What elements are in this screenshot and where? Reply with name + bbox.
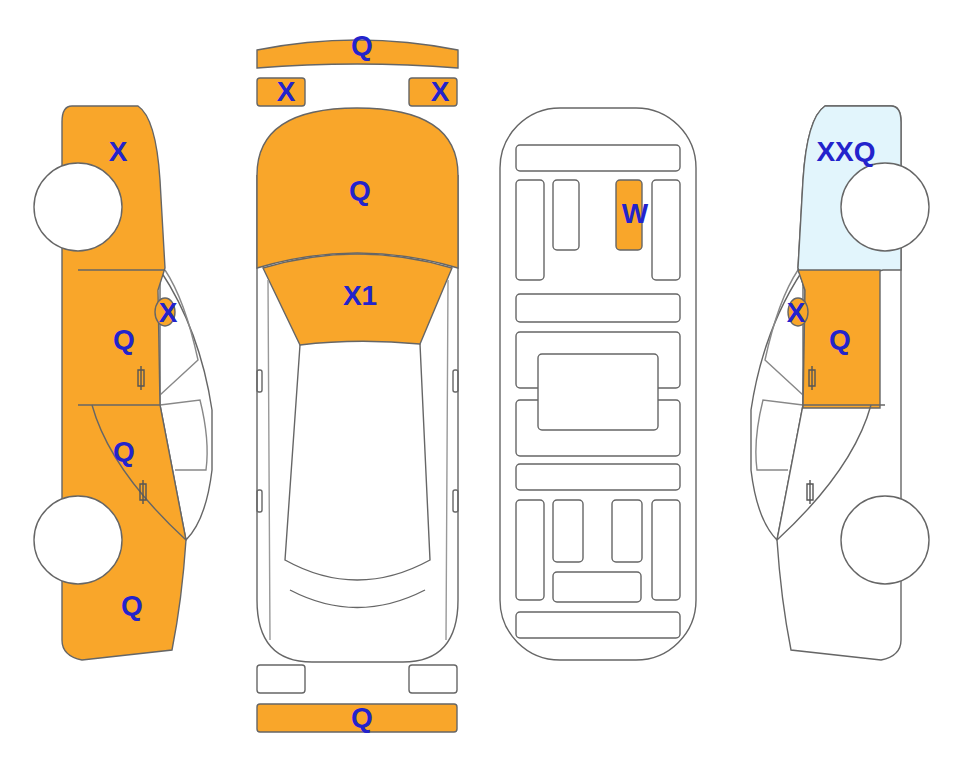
damage-code: Q	[351, 32, 373, 60]
damage-code: X	[159, 299, 178, 327]
damage-code: Q	[113, 326, 135, 354]
damage-code: W	[622, 200, 648, 228]
damage-code: Q	[349, 177, 371, 205]
damage-code: Q	[113, 438, 135, 466]
damage-code: X	[787, 299, 806, 327]
damage-code: X	[109, 138, 128, 166]
damage-code: X1	[343, 282, 377, 310]
damage-code: Q	[121, 592, 143, 620]
damage-code: Q	[351, 704, 373, 732]
right-side-view	[751, 106, 929, 660]
damage-code: X	[431, 78, 450, 106]
underbody-view	[500, 108, 696, 660]
damage-code: X	[277, 78, 296, 106]
damage-code: XXQ	[816, 138, 875, 166]
left-side-view	[34, 106, 212, 660]
damage-code: Q	[829, 326, 851, 354]
top-view	[257, 40, 458, 732]
